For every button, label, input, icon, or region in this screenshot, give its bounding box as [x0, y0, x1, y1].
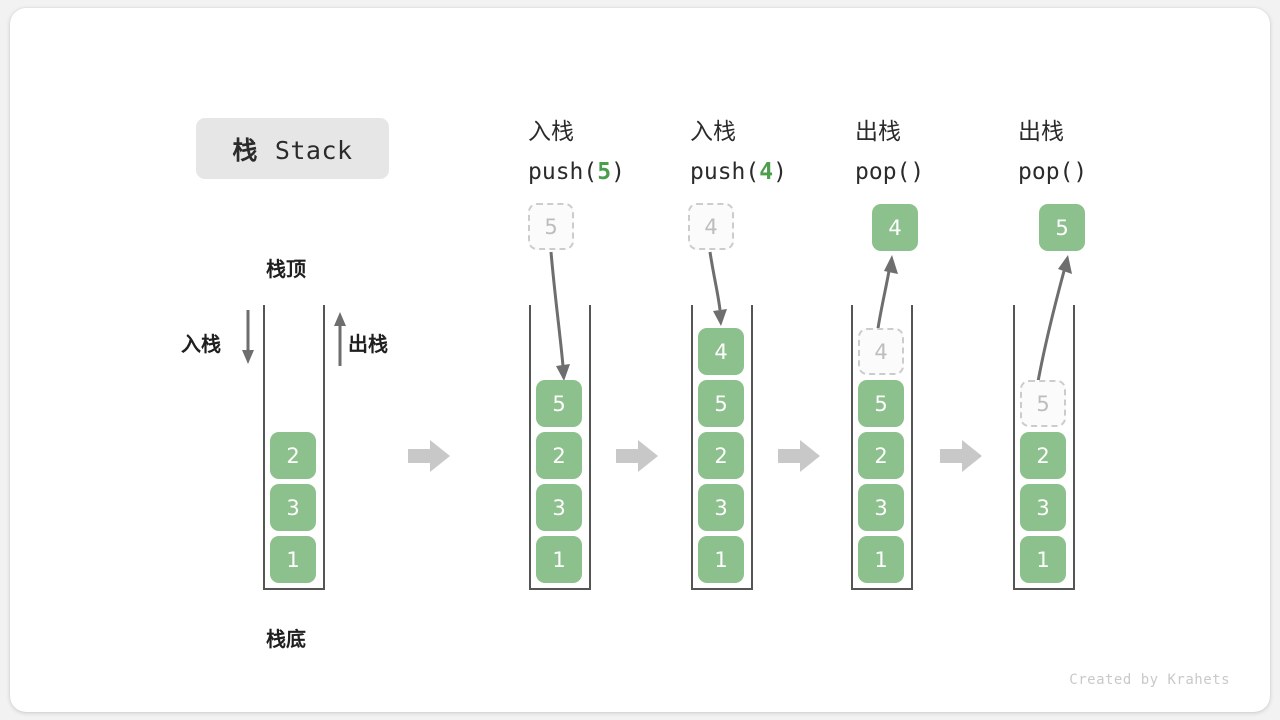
figure-title-chip: 栈 Stack	[196, 118, 389, 179]
stack-floor	[691, 588, 753, 590]
stack-floor	[1013, 588, 1075, 590]
stack-cell: 1	[698, 536, 744, 583]
operation-label-cn: 入栈	[690, 119, 736, 145]
figure-title: 栈 Stack	[232, 131, 352, 167]
operation-label-cn: 出栈	[855, 119, 901, 145]
stack-container-pop-4: 4 5 2 3 1	[851, 305, 913, 590]
stack-container-initial: 2 3 1	[263, 305, 325, 590]
stack-cell: 5	[698, 380, 744, 427]
stack-cell: 2	[536, 432, 582, 479]
step-separator-arrow-icon	[778, 440, 820, 472]
operation-code-suffix: )	[1073, 159, 1088, 185]
operation-heading-push-4: 入栈 push(4)	[690, 112, 787, 192]
stack-cell-ghost: 4	[858, 328, 904, 375]
operation-code-prefix: push(	[528, 159, 598, 185]
stack-cell: 1	[536, 536, 582, 583]
stack-cell: 3	[1020, 484, 1066, 531]
stack-cell: 5	[536, 380, 582, 427]
stack-container-push-4: 4 5 2 3 1	[691, 305, 753, 590]
step-separator-arrow-icon	[408, 440, 450, 472]
stack-cell: 5	[858, 380, 904, 427]
pop-direction-arrow-icon	[334, 312, 346, 366]
stack-wall-left	[529, 305, 531, 590]
stack-cell: 2	[270, 432, 316, 479]
stack-container-push-5: 5 2 3 1	[529, 305, 591, 590]
operation-label-cn: 出栈	[1018, 119, 1064, 145]
stack-wall-left	[1013, 305, 1015, 590]
stack-bottom-label: 栈底	[266, 627, 306, 651]
pop-5-flow-arrow-icon	[1035, 255, 1072, 388]
stack-wall-left	[263, 305, 265, 590]
operation-heading-pop-5: 出栈 pop()	[1018, 112, 1087, 192]
stack-floor	[851, 588, 913, 590]
operation-heading-pop-4: 出栈 pop()	[855, 112, 924, 192]
stack-wall-right	[751, 305, 753, 590]
push-5-flow-arrow-icon	[549, 251, 570, 381]
stack-cell: 2	[858, 432, 904, 479]
stack-cell: 1	[1020, 536, 1066, 583]
stack-cell: 3	[270, 484, 316, 531]
stack-wall-right	[1073, 305, 1075, 590]
push-4-flow-arrow-icon	[708, 251, 727, 326]
stack-cell: 3	[536, 484, 582, 531]
stack-cell: 3	[698, 484, 744, 531]
figure-title-en: Stack	[274, 135, 353, 165]
figure-card: 栈 Stack 栈顶 栈底 入栈 出栈 2 3 1	[10, 8, 1270, 712]
operation-code: push(4)	[690, 152, 787, 192]
stack-floor	[263, 588, 325, 590]
step-separator-arrow-icon	[616, 440, 658, 472]
stack-top-label: 栈顶	[266, 257, 306, 281]
operation-code-suffix: )	[910, 159, 925, 185]
operation-code-prefix: pop(	[855, 159, 911, 185]
floating-element-pop-4: 4	[872, 204, 918, 251]
operation-code: pop()	[1018, 152, 1087, 192]
stack-cell: 4	[698, 328, 744, 375]
stack-floor	[529, 588, 591, 590]
stack-cell: 2	[698, 432, 744, 479]
stack-cell: 3	[858, 484, 904, 531]
stack-cell: 2	[1020, 432, 1066, 479]
operation-code-arg: 5	[597, 159, 612, 185]
operation-code-suffix: )	[773, 159, 787, 185]
step-separator-arrow-icon	[940, 440, 982, 472]
stack-cell: 1	[858, 536, 904, 583]
stack-cell: 1	[270, 536, 316, 583]
operation-code: push(5)	[528, 152, 625, 192]
pop-direction-label: 出栈	[348, 332, 388, 356]
stack-wall-right	[589, 305, 591, 590]
operation-code-suffix: )	[611, 159, 625, 185]
push-direction-arrow-icon	[242, 310, 254, 364]
footer-credit: Created by Krahets	[1069, 672, 1230, 688]
stack-wall-right	[323, 305, 325, 590]
stack-container-pop-5: 5 2 3 1	[1013, 305, 1075, 590]
operation-code: pop()	[855, 152, 924, 192]
stack-wall-left	[851, 305, 853, 590]
operation-code-prefix: pop(	[1018, 159, 1074, 185]
push-direction-label: 入栈	[181, 332, 221, 356]
stack-cell-ghost: 5	[1020, 380, 1066, 427]
operation-label-cn: 入栈	[528, 119, 574, 145]
stack-wall-right	[911, 305, 913, 590]
operation-heading-push-5: 入栈 push(5)	[528, 112, 625, 192]
operation-code-arg: 4	[759, 159, 774, 185]
stack-wall-left	[691, 305, 693, 590]
figure-title-cn: 栈	[232, 135, 258, 165]
floating-element-pop-5: 5	[1039, 204, 1085, 251]
floating-element-push-4: 4	[688, 203, 734, 250]
operation-code-prefix: push(	[690, 159, 760, 185]
floating-element-push-5: 5	[528, 203, 574, 250]
